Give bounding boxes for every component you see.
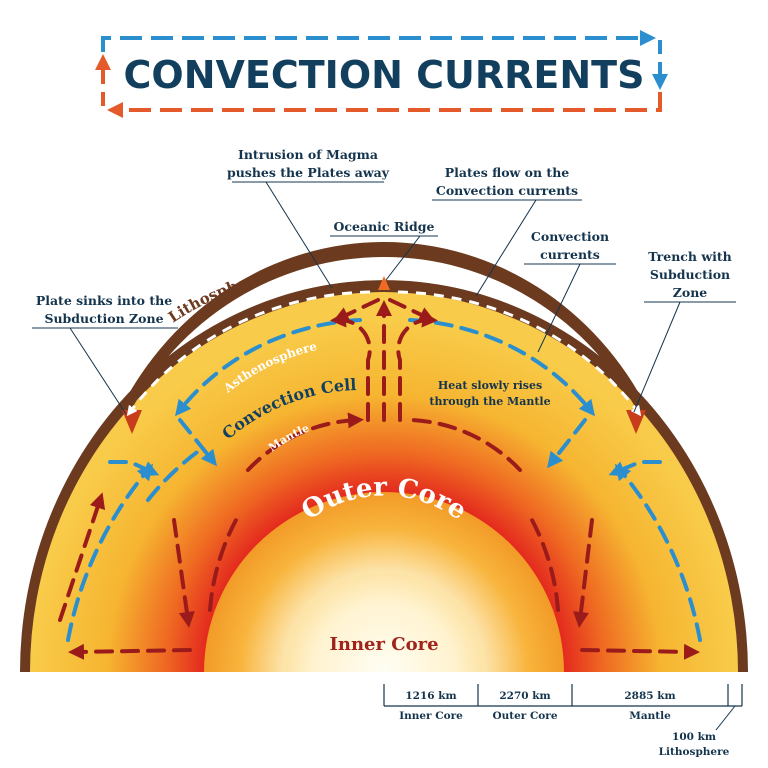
red-arrow-right-bottom xyxy=(580,643,700,660)
scale-lithosphere-leader xyxy=(715,705,736,731)
inner-core-label: Inner Core xyxy=(329,634,438,655)
plate-sinks-line-1: Plate sinks into the xyxy=(36,293,172,308)
title-orange-dashed-arrow xyxy=(107,92,662,118)
plate-sinks-line-2: Subduction Zone xyxy=(44,311,163,326)
scale-bar: 1216 km Inner Core 2270 km Outer Core 28… xyxy=(383,684,743,758)
red-arrow-left-bottom xyxy=(68,643,192,660)
red-arrow-left-outer-up xyxy=(58,492,106,622)
red-arrow-right-down xyxy=(573,518,594,628)
trench-line-3: Zone xyxy=(673,285,708,300)
ridge-magma xyxy=(378,276,390,290)
red-arrow-mid-right xyxy=(410,418,522,472)
red-arrow-inner-left xyxy=(208,518,238,612)
convection-currents-leader xyxy=(537,263,581,353)
trench-leader xyxy=(633,301,681,413)
red-arrow-mid-left xyxy=(246,412,364,472)
red-convection-arrows xyxy=(58,298,700,660)
convection-currents-line-2: currents xyxy=(540,247,600,262)
scale-inner-core-name: Inner Core xyxy=(399,710,463,722)
title-frame: CONVECTION CURRENTS xyxy=(95,30,668,118)
trench-line-2: Subduction xyxy=(650,267,730,282)
plates-flow-leader xyxy=(475,199,537,297)
red-arrow-left-down xyxy=(172,518,195,628)
intrusion-line-2: pushes the Plates away xyxy=(227,165,390,180)
blue-arrow-right-outer xyxy=(614,463,702,642)
scale-mantle-name: Mantle xyxy=(629,710,671,722)
scale-outer-core-value: 2270 km xyxy=(499,690,550,702)
convection-currents-line-1: Convection xyxy=(531,229,609,244)
plate-sinks-leader xyxy=(69,327,127,415)
heat-rises-line-1: Heat slowly rises xyxy=(438,379,542,392)
red-arrow-inner-right xyxy=(530,518,560,612)
title-blue-dashed-arrow xyxy=(101,30,656,52)
blue-arrow-left-outer xyxy=(66,463,154,642)
plate-arrow-right xyxy=(397,290,642,417)
inner-core xyxy=(284,572,484,672)
scale-lithosphere-name: Lithosphere xyxy=(659,746,730,758)
blue-arrow-right-down xyxy=(547,418,587,469)
intrusion-line-1: Intrusion of Magma xyxy=(238,147,378,162)
blue-arrow-right-cap xyxy=(608,460,662,477)
scale-mantle-value: 2885 km xyxy=(624,690,675,702)
plate-arrow-left xyxy=(126,290,371,417)
oceanic-ridge-label: Oceanic Ridge xyxy=(334,219,435,234)
blue-arrow-left-down xyxy=(178,418,217,467)
title: CONVECTION CURRENTS xyxy=(124,53,645,97)
plates-flow-line-1: Plates flow on the xyxy=(445,165,570,180)
earth-cross-section xyxy=(20,241,748,672)
scale-outer-core-name: Outer Core xyxy=(492,710,557,722)
lithosphere-band xyxy=(120,241,648,416)
oceanic-ridge-leader xyxy=(385,235,421,281)
blue-arrow-left-cap xyxy=(108,460,160,476)
heat-rises-line-2: through the Mantle xyxy=(429,395,550,408)
mantle-layer xyxy=(30,292,738,672)
trench-line-1: Trench with xyxy=(648,249,731,264)
plates-flow-line-2: Convection currents xyxy=(436,183,578,198)
intrusion-leader xyxy=(265,181,333,289)
red-arrow-top-right xyxy=(388,298,436,322)
scale-inner-core-value: 1216 km xyxy=(405,690,456,702)
scale-lithosphere-value: 100 km xyxy=(672,731,716,743)
plate-arrows xyxy=(126,290,642,417)
blue-arrow-left-cell xyxy=(146,448,202,502)
callouts: Intrusion of Magma pushes the Plates awa… xyxy=(32,147,736,415)
red-arrow-top-left xyxy=(332,298,380,322)
